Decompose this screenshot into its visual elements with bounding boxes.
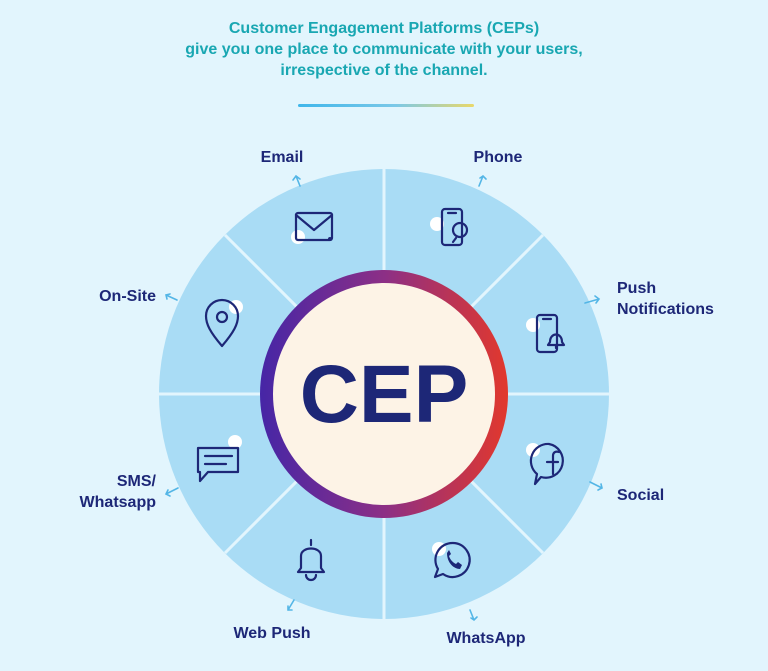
pointer-arrows bbox=[164, 174, 603, 622]
label-whatsapp: WhatsApp bbox=[446, 630, 525, 647]
label-on-site: On-Site bbox=[99, 288, 156, 305]
label-phone: Phone bbox=[474, 149, 523, 166]
label-sms-line-1: SMS/ bbox=[117, 473, 157, 490]
message-icon bbox=[196, 435, 242, 483]
label-web-push: Web Push bbox=[233, 625, 310, 642]
headline-line-1: Customer Engagement Platforms (CEPs) bbox=[228, 20, 540, 37]
headline-line-2: give you one place to communicate with y… bbox=[185, 41, 583, 58]
label-email: Email bbox=[261, 149, 304, 166]
bell-icon bbox=[296, 538, 326, 582]
envelope-icon bbox=[291, 211, 334, 244]
cep-center-disk bbox=[273, 283, 495, 505]
cep-center-label: CEP bbox=[300, 349, 469, 440]
headline-line-3: irrespective of the channel. bbox=[280, 62, 488, 79]
phone-chat-icon bbox=[430, 207, 469, 247]
phone-bell-icon bbox=[526, 313, 566, 354]
label-social: Social bbox=[617, 487, 664, 504]
whatsapp-icon bbox=[432, 541, 471, 579]
label-sms-line-2: Whatsapp bbox=[80, 494, 157, 511]
headline-divider bbox=[298, 104, 474, 107]
headline: Customer Engagement Platforms (CEPs) giv… bbox=[0, 18, 768, 81]
label-push-line-2: Notifications bbox=[617, 301, 714, 318]
location-pin-icon bbox=[204, 298, 243, 348]
label-push-line-1: Push bbox=[617, 280, 656, 297]
facebook-icon bbox=[526, 442, 564, 486]
